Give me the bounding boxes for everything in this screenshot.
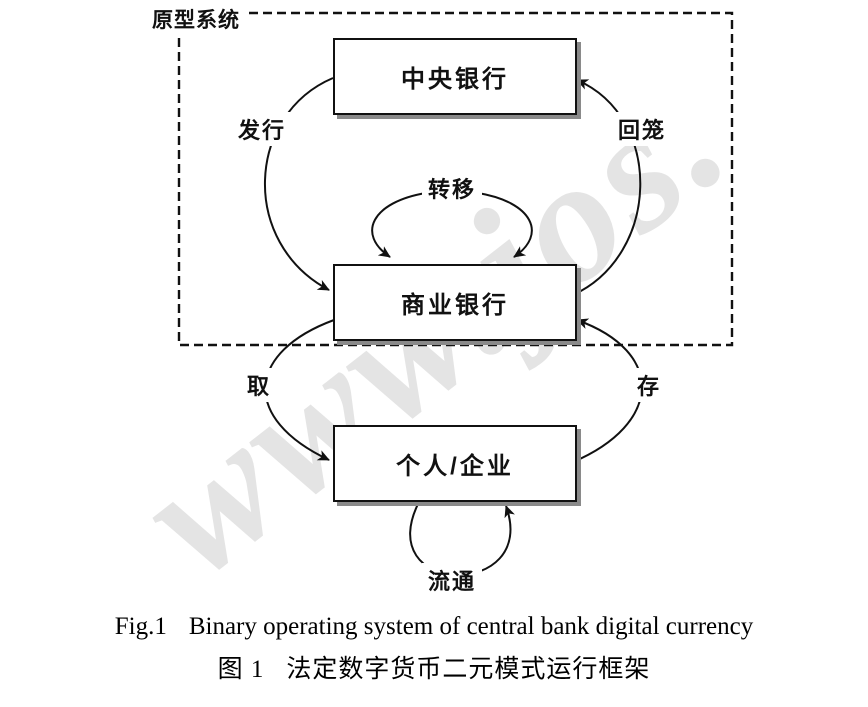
commercial-bank-node: 商业银行 <box>333 264 577 341</box>
prototype-boundary-box <box>177 11 734 347</box>
figure-caption-cn: 图 1 法定数字货币二元模式运行框架 <box>0 649 868 685</box>
prototype-system-label: 原型系统 <box>144 2 248 36</box>
recall-arrow <box>572 79 642 296</box>
figure-caption-en-text: Binary operating system of central bank … <box>188 613 754 640</box>
issue-edge-label: 发行 <box>232 112 293 146</box>
figure-caption-en: Fig.1 Binary operating system of central … <box>0 613 868 641</box>
individual-enterprise-node: 个人/企业 <box>333 425 577 502</box>
transfer-edge-label: 转移 <box>422 171 483 205</box>
recall-edge-label: 回笼 <box>612 112 673 146</box>
figure-caption-en-label: Fig.1 <box>114 613 167 640</box>
transfer-arrow-right <box>477 192 533 258</box>
transfer-arrow-left <box>371 192 427 258</box>
circulate-edge-label: 流通 <box>422 563 483 597</box>
figure-caption-cn-text: 法定数字货币二元模式运行框架 <box>286 656 651 683</box>
central-bank-node: 中央银行 <box>333 38 577 115</box>
figure-caption-cn-label: 图 1 <box>217 656 265 683</box>
deposit-edge-label: 存 <box>631 368 668 402</box>
withdraw-edge-label: 取 <box>241 368 278 402</box>
issue-arrow <box>264 77 334 291</box>
